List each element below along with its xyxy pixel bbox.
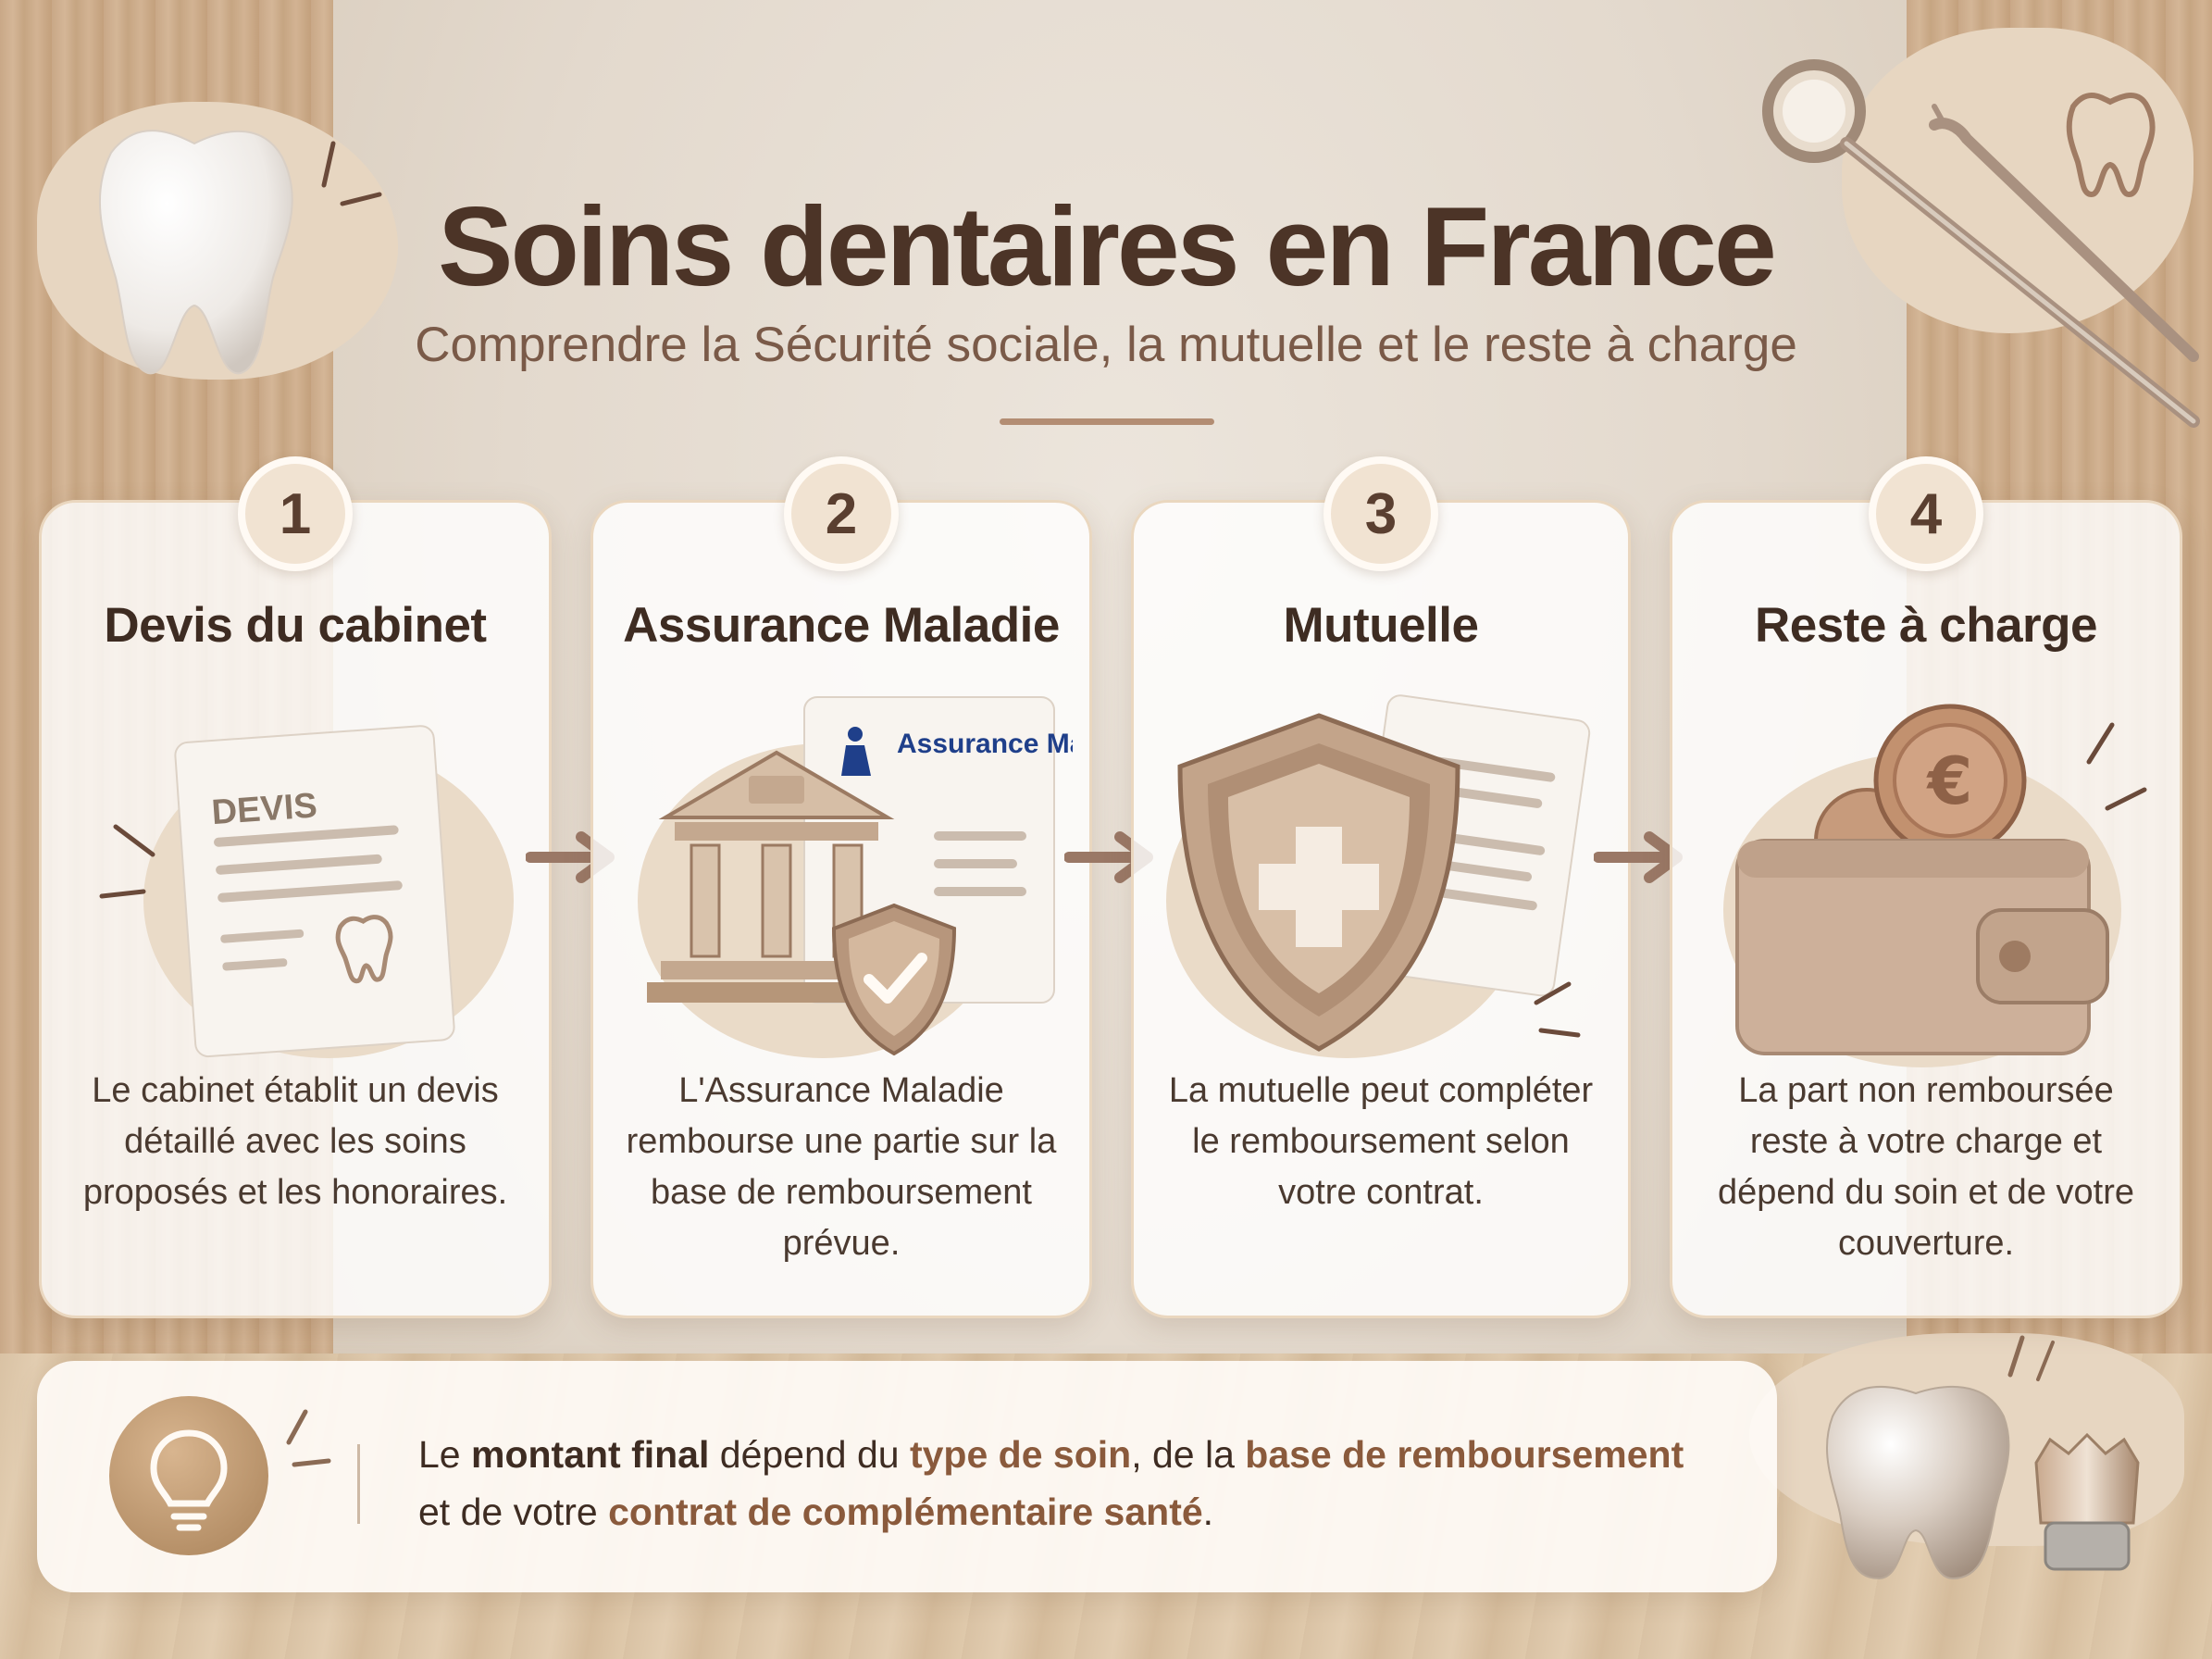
shield-cross-icon — [1166, 694, 1591, 1058]
emphasis-text: type de soin — [909, 1433, 1132, 1476]
shield-check-icon — [831, 903, 957, 1056]
summary-text: Le montant final dépend du type de soin,… — [418, 1426, 1733, 1540]
page-subtitle: Comprendre la Sécurité sociale, la mutue… — [415, 318, 1797, 372]
step-card-reste-a-charge: 4 Reste à charge € La part non remboursé… — [1670, 456, 2182, 1318]
text-segment: dépend du — [709, 1433, 910, 1476]
text-segment: et de votre — [418, 1491, 609, 1533]
banner-divider — [357, 1444, 360, 1524]
devis-label: DEVIS — [210, 786, 318, 832]
text-segment: Le — [418, 1433, 471, 1476]
step-description: La part non remboursée reste à votre cha… — [1717, 1071, 2134, 1263]
wallet-icon: € — [1723, 704, 2147, 1067]
mutuelle-illustration — [1134, 688, 1628, 1095]
step-card-assurance-maladie: 2 Assurance Maladie Assurance Maladie — [590, 456, 1092, 1318]
step-description: L'Assurance Maladie rembourse une partie… — [626, 1071, 1057, 1263]
dental-mirror-icon — [1762, 59, 2200, 428]
text-segment: , de la — [1131, 1433, 1246, 1476]
dental-crown-icon — [1825, 1335, 2140, 1580]
step-title: Mutuelle — [1283, 598, 1479, 653]
sparkle-icon — [286, 1409, 331, 1467]
step-number: 2 — [784, 456, 899, 571]
assurance-logo-text: Assurance Maladie — [897, 729, 1073, 759]
sparkle-icon — [321, 141, 382, 206]
step-title: Assurance Maladie — [623, 598, 1060, 653]
step-title: Devis du cabinet — [104, 598, 487, 653]
emphasis-text: contrat de complémentaire santé — [608, 1491, 1203, 1533]
step-number: 4 — [1869, 456, 1983, 571]
step-number: 1 — [238, 456, 353, 571]
text-segment: . — [1202, 1491, 1214, 1533]
step-title: Reste à charge — [1754, 598, 2098, 653]
step-card-mutuelle: 3 Mutuelle La mutuell — [1131, 456, 1631, 1318]
document-icon: DEVIS — [99, 725, 514, 1058]
devis-illustration: DEVIS — [42, 688, 549, 1095]
title-divider — [1000, 418, 1214, 425]
lightbulb-icon — [109, 1396, 268, 1555]
step-description: La mutuelle peut compléter le remboursem… — [1168, 1071, 1594, 1212]
tooth-outline-icon — [2066, 93, 2156, 198]
emphasis-text: montant final — [471, 1433, 710, 1476]
euro-coin-icon: € — [1926, 743, 1973, 819]
step-number: 3 — [1323, 456, 1438, 571]
page-title: Soins dentaires en France — [438, 183, 1777, 309]
wallet-illustration: € — [1672, 688, 2180, 1095]
assurance-illustration: Assurance Maladie — [593, 688, 1089, 1095]
emphasis-text: base de remboursement — [1245, 1433, 1684, 1476]
step-description: Le cabinet établit un devis détaillé ave… — [82, 1071, 508, 1212]
summary-banner — [37, 1361, 1777, 1592]
step-card-devis: 1 Devis du cabinet DEVIS Le cabinet ét — [39, 456, 552, 1318]
tooth-icon — [98, 130, 293, 375]
